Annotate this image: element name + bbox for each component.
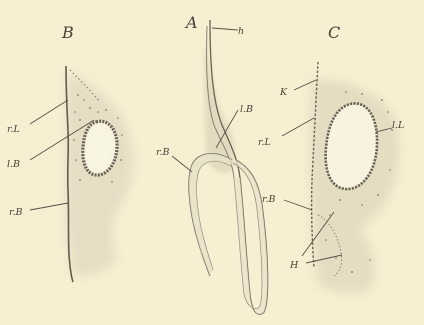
label-lb-b: l.B bbox=[7, 159, 20, 170]
label-h-c: H bbox=[289, 260, 299, 271]
label-rl-b: r.L bbox=[7, 124, 20, 135]
panel-a-label: A bbox=[184, 13, 198, 32]
panel-c-rb-leader bbox=[284, 200, 312, 210]
panel-a-h-leader bbox=[212, 28, 238, 30]
panel-a: A h l.B r.B bbox=[156, 13, 268, 314]
label-rb-a: r.B bbox=[156, 147, 170, 158]
panel-a-shading bbox=[204, 40, 235, 173]
label-ll-c: l.L bbox=[392, 120, 404, 131]
panel-c: C K r.L l.L r.B H bbox=[258, 23, 404, 293]
panel-b: B r.L l.B r.B bbox=[7, 23, 133, 282]
panel-b-rb-leader bbox=[30, 203, 68, 210]
label-rb-b: r.B bbox=[9, 207, 23, 218]
panel-a-rb-leader bbox=[172, 156, 192, 172]
panel-c-label: C bbox=[328, 23, 340, 42]
label-k-c: K bbox=[279, 87, 288, 98]
label-rb-c: r.B bbox=[262, 194, 276, 205]
panel-b-rl-leader bbox=[30, 100, 68, 124]
label-h-a: h bbox=[238, 26, 244, 37]
panel-b-label: B bbox=[61, 23, 74, 42]
label-lb-a: l.B bbox=[240, 104, 253, 115]
panel-c-rl-leader bbox=[282, 118, 314, 136]
label-rl-c: r.L bbox=[258, 137, 271, 148]
